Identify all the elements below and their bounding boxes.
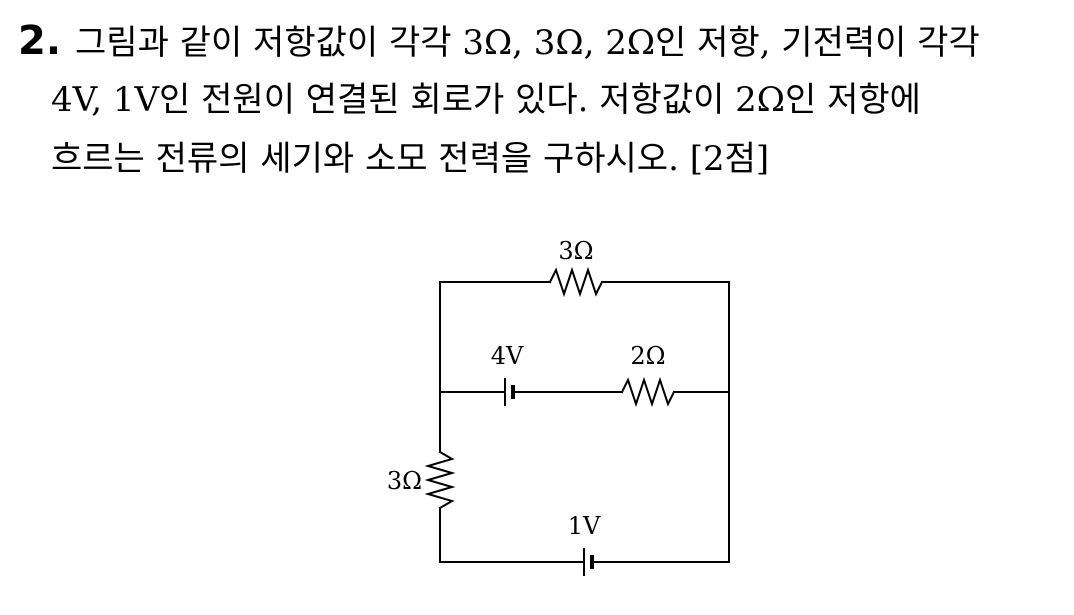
question-block: 2. 그림과 같이 저항값이 각각 3Ω, 3Ω, 2Ω인 저항, 기전력이 각각… bbox=[18, 12, 1063, 189]
question-line-1: 2. 그림과 같이 저항값이 각각 3Ω, 3Ω, 2Ω인 저항, 기전력이 각각 bbox=[18, 12, 1063, 71]
top-resistor-zigzag bbox=[548, 266, 604, 298]
left-resistor-label: 3Ω bbox=[387, 467, 422, 495]
top-resistor-label: 3Ω bbox=[558, 237, 593, 265]
middle-resistor-zigzag bbox=[620, 376, 676, 408]
battery-4v-label: 4V bbox=[491, 342, 524, 370]
middle-resistor-label: 2Ω bbox=[630, 342, 665, 370]
battery-1v-label: 1V bbox=[568, 512, 601, 540]
question-line-2: 4V, 1V인 전원이 연결된 회로가 있다. 저항값이 2Ω인 저항에 bbox=[18, 71, 1063, 130]
question-text-line-2: 4V, 1V인 전원이 연결된 회로가 있다. 저항값이 2Ω인 저항에 bbox=[51, 80, 921, 120]
question-text-line-1: 그림과 같이 저항값이 각각 3Ω, 3Ω, 2Ω인 저항, 기전력이 각각 bbox=[75, 23, 980, 63]
question-text-line-3: 흐르는 전류의 세기와 소모 전력을 구하시오. [2점] bbox=[51, 139, 770, 179]
battery-4v-symbol bbox=[504, 378, 515, 406]
question-number: 2. bbox=[18, 18, 62, 64]
battery-1v-symbol bbox=[583, 548, 594, 576]
left-resistor-zigzag bbox=[424, 450, 456, 510]
question-line-3: 흐르는 전류의 세기와 소모 전력을 구하시오. [2점] bbox=[18, 130, 1063, 189]
